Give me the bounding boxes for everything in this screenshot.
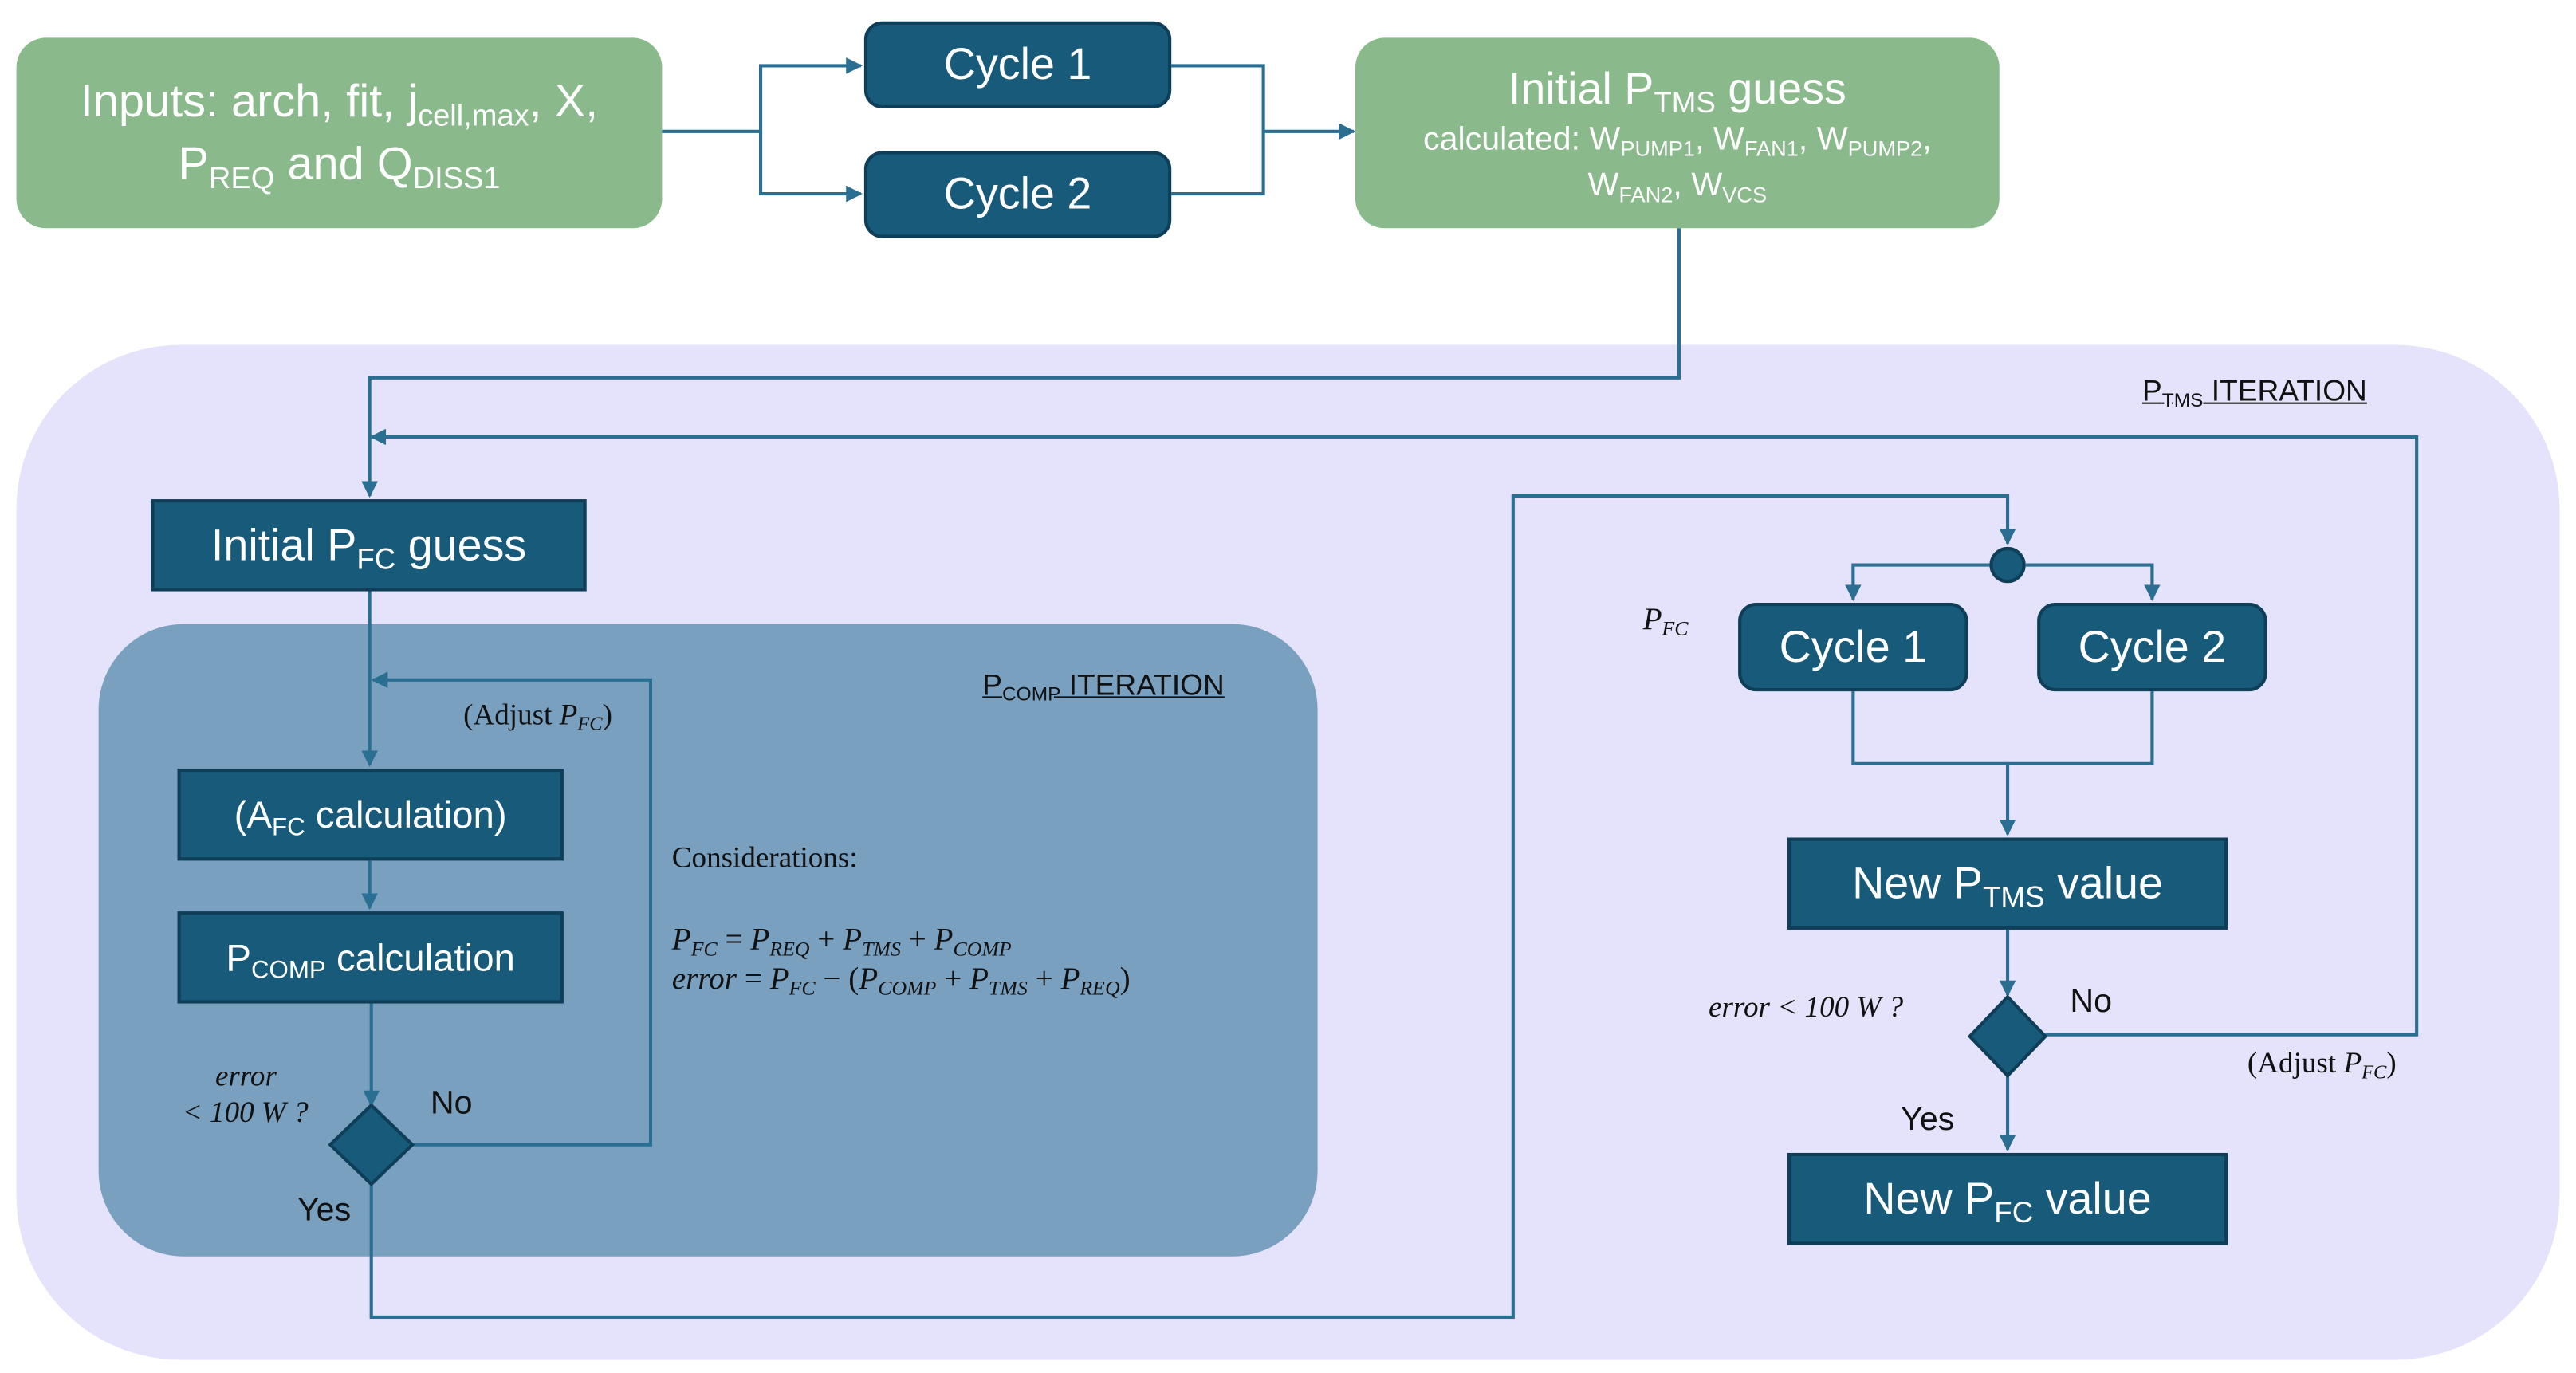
adjust-pfc-label-left: (Adjust PFC) (463, 698, 612, 735)
initial-ptms-box: Initial PTMS guess calculated: WPUMP1, W… (1355, 37, 2000, 229)
afc-calculation-box: (AFC calculation) (177, 768, 564, 861)
cycle-1-box-right: Cycle 1 (1738, 602, 1968, 692)
line-cycles-merge (1851, 691, 2154, 765)
cycle-2-box-right: Cycle 2 (2037, 602, 2267, 692)
pcomp-iteration-label: PCOMP ITERATION (982, 668, 1225, 706)
cycle-2-box-top: Cycle 2 (863, 151, 1172, 238)
arrow-split-cycle1 (1845, 563, 1990, 601)
equation-error: error = PFC − (PCOMP + PTMS + PREQ) (671, 962, 1131, 1000)
error-question-right: error < 100 W ? (1709, 990, 1904, 1024)
arrow-adjust-loop (371, 671, 653, 1147)
new-pfc-box: New PFC value (1787, 1152, 2228, 1245)
inputs-line-2: PREQ and QDISS1 (178, 138, 501, 195)
inputs-box: Inputs: arch, fit, jcell,max, X, PREQ an… (16, 37, 663, 229)
arrow-ptms-to-pfc (361, 228, 1681, 498)
adjust-pfc-label-right: (Adjust PFC) (2247, 1046, 2397, 1084)
cycle-1-box-top: Cycle 1 (863, 21, 1172, 108)
pcomp-calculation-box: PCOMP calculation (177, 911, 564, 1004)
no-label-right: No (2070, 983, 2113, 1021)
arrow-yes-to-right (369, 494, 2016, 1320)
error-question-left-line-2: < 100 W ? (182, 1095, 309, 1129)
ptms-iteration-label: PTMS ITERATION (2142, 374, 2367, 412)
arrow-inputs-cycle1 (662, 57, 863, 133)
initial-ptms-calc-line: calculated: WPUMP1, WFAN1, WPUMP2, (1422, 121, 1932, 161)
decision-diamond-right (1967, 994, 2048, 1079)
initial-pfc-box: Initial PFC guess (151, 499, 587, 592)
line-cycle1-merge (1171, 64, 1265, 196)
no-label-left: No (430, 1085, 473, 1122)
error-question-left-line-1: error (214, 1059, 277, 1092)
equation-pfc: PFC = PREQ + PTMS + PCOMP (671, 923, 1012, 961)
arrow-inputs-cycle2 (758, 131, 863, 203)
inputs-line-1: Inputs: arch, fit, jcell,max, X, (80, 75, 599, 132)
pfc-label-right: PFC (1642, 602, 1689, 640)
decision-diamond-left (328, 1103, 415, 1186)
arrow-ptms-loop-back (369, 428, 2419, 1037)
yes-label-right: Yes (1901, 1102, 1955, 1139)
split-junction (1989, 546, 2026, 584)
considerations-heading: Considerations: (671, 840, 858, 874)
initial-ptms-calc-line-2: WFAN2, WVCS (1587, 167, 1768, 207)
initial-ptms-title: Initial PTMS guess (1508, 64, 1846, 120)
new-ptms-box: New PTMS value (1787, 837, 2228, 930)
yes-label-left: Yes (297, 1192, 352, 1229)
arrow-split-cycle2 (2025, 563, 2161, 601)
